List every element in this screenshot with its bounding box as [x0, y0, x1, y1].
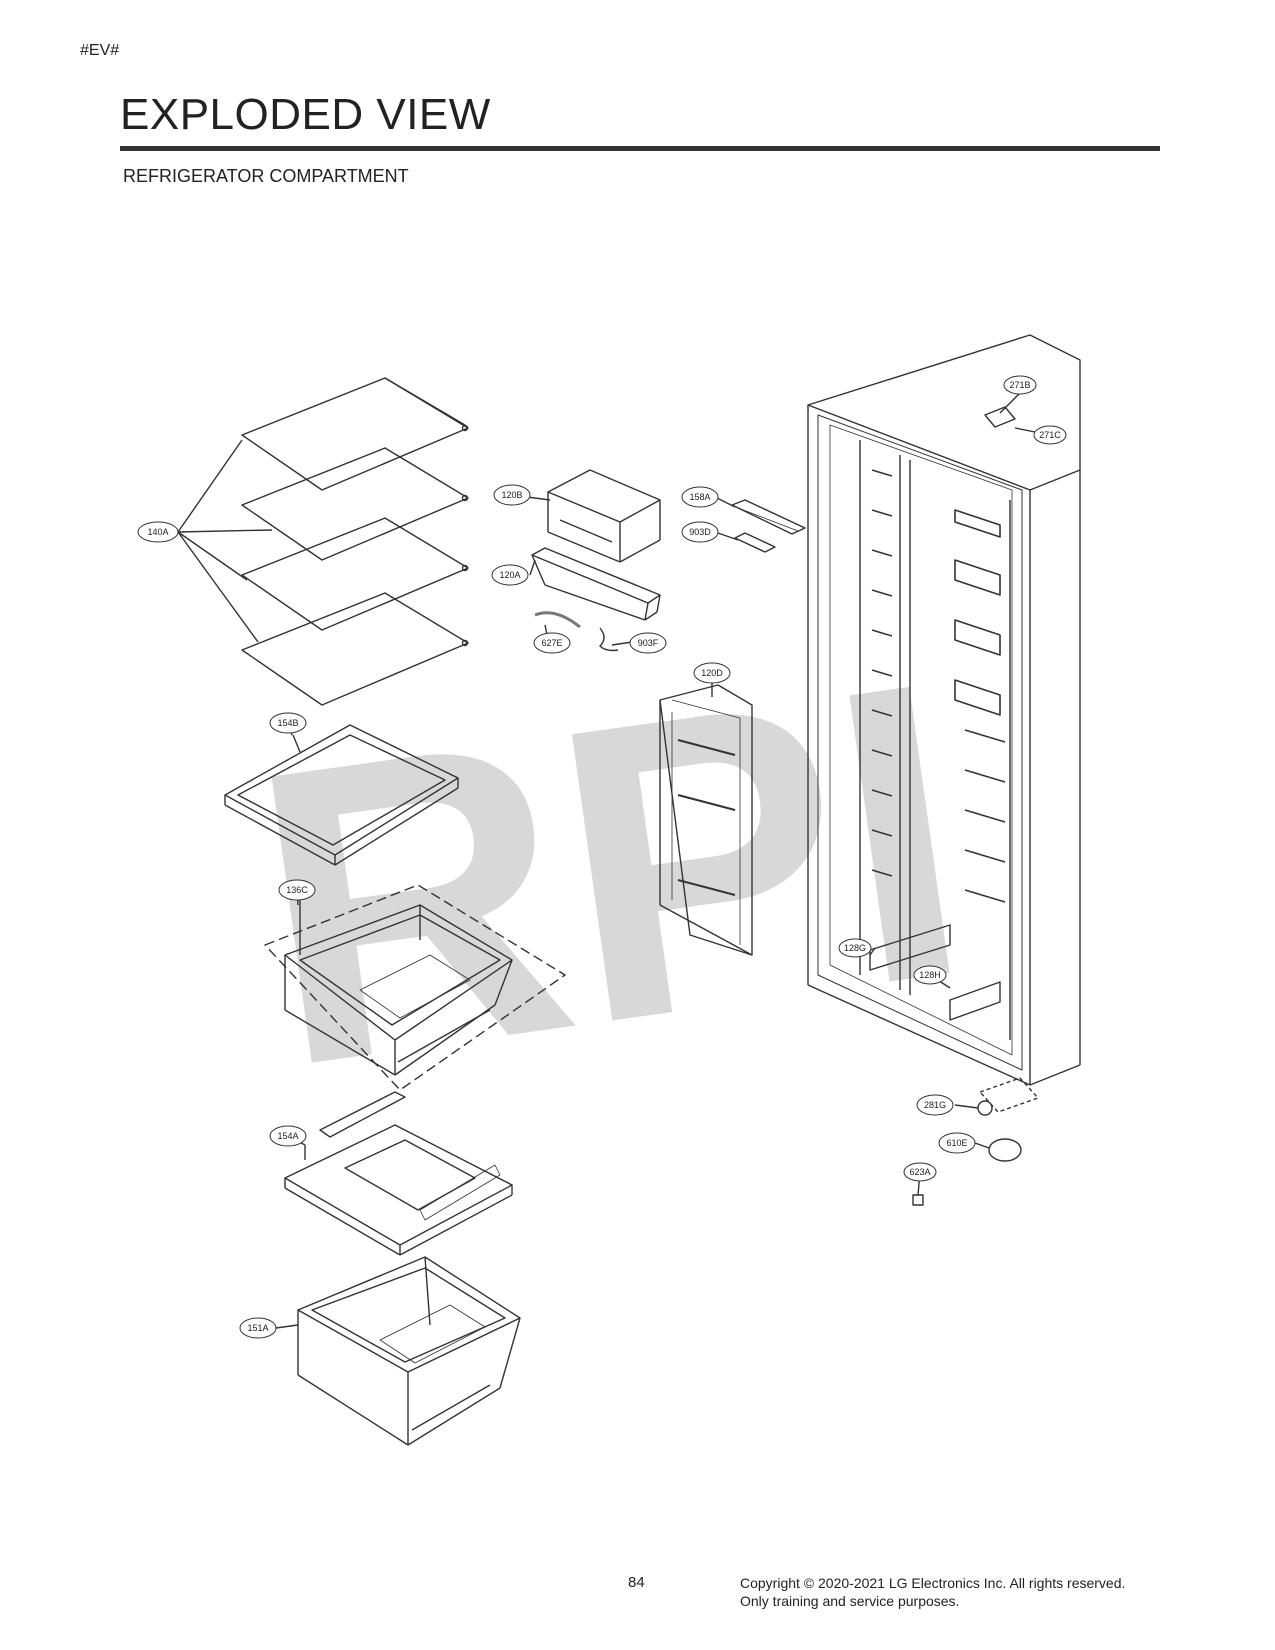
callout-128g: 128G	[838, 938, 872, 958]
svg-text:610E: 610E	[946, 1138, 967, 1148]
bar-158a	[731, 499, 806, 535]
panel-120d	[659, 684, 753, 956]
svg-text:151A: 151A	[247, 1323, 268, 1333]
svg-text:120A: 120A	[499, 570, 520, 580]
svg-text:271C: 271C	[1039, 430, 1061, 440]
svg-text:154B: 154B	[277, 718, 298, 728]
drawer-151a	[297, 1256, 521, 1446]
callout-136c: 136C	[278, 879, 316, 901]
callout-151a: 151A	[239, 1317, 277, 1339]
svg-text:120D: 120D	[701, 668, 723, 678]
callout-154b: 154B	[269, 712, 307, 734]
svg-text:136C: 136C	[286, 885, 308, 895]
callout-903d: 903D	[681, 521, 719, 543]
page-title: EXPLODED VIEW	[120, 90, 491, 139]
callout-627e: 627E	[533, 632, 571, 654]
callout-128h: 128H	[913, 965, 947, 985]
title-rule	[120, 146, 1160, 151]
ice-tray-120a	[531, 547, 661, 621]
page-subtitle: REFRIGERATOR COMPARTMENT	[123, 166, 409, 186]
callout-623a: 623A	[903, 1162, 937, 1182]
svg-text:158A: 158A	[689, 492, 710, 502]
callout-120b: 120B	[493, 484, 531, 506]
callout-154a: 154A	[269, 1125, 307, 1147]
refrigerator-cabinet	[807, 334, 1081, 1086]
callout-903f: 903F	[629, 632, 667, 654]
callout-271c: 271C	[1033, 425, 1067, 445]
svg-text:271B: 271B	[1009, 380, 1030, 390]
wire-903f	[599, 627, 619, 652]
callout-120d: 120D	[693, 662, 731, 684]
gasket-627e	[534, 611, 581, 629]
crisper-drawer-136c	[264, 884, 566, 1091]
callout-271b: 271B	[1003, 375, 1037, 395]
svg-text:903D: 903D	[689, 527, 711, 537]
shelf-frame-154b	[224, 724, 459, 866]
svg-text:120B: 120B	[501, 490, 522, 500]
page-number: 84	[628, 1574, 645, 1591]
svg-text:281G: 281G	[924, 1100, 946, 1110]
svg-text:627E: 627E	[541, 638, 562, 648]
callout-610e: 610E	[938, 1132, 976, 1154]
callout-120a: 120A	[491, 564, 529, 586]
callout-281g: 281G	[916, 1094, 954, 1116]
part-623a	[912, 1194, 924, 1206]
svg-text:623A: 623A	[909, 1167, 930, 1177]
shelf-group-140a	[177, 377, 469, 706]
ice-bin-120b	[547, 469, 661, 563]
watermark: RPI	[231, 594, 990, 1156]
callout-140a: 140A	[137, 521, 179, 543]
svg-text:128G: 128G	[844, 943, 866, 953]
svg-text:903F: 903F	[638, 638, 659, 648]
copyright-notice: Copyright © 2020-2021 LG Electronics Inc…	[740, 1575, 1126, 1609]
cap-610e	[988, 1138, 1022, 1162]
svg-text:154A: 154A	[277, 1131, 298, 1141]
svg-text:128H: 128H	[919, 970, 941, 980]
callout-158a: 158A	[681, 486, 719, 508]
document-tag: #EV#	[80, 42, 120, 59]
svg-text:140A: 140A	[147, 527, 168, 537]
strip-903d	[734, 532, 776, 553]
bushing-281g	[977, 1100, 993, 1116]
drawer-cover-154a	[284, 1091, 513, 1256]
